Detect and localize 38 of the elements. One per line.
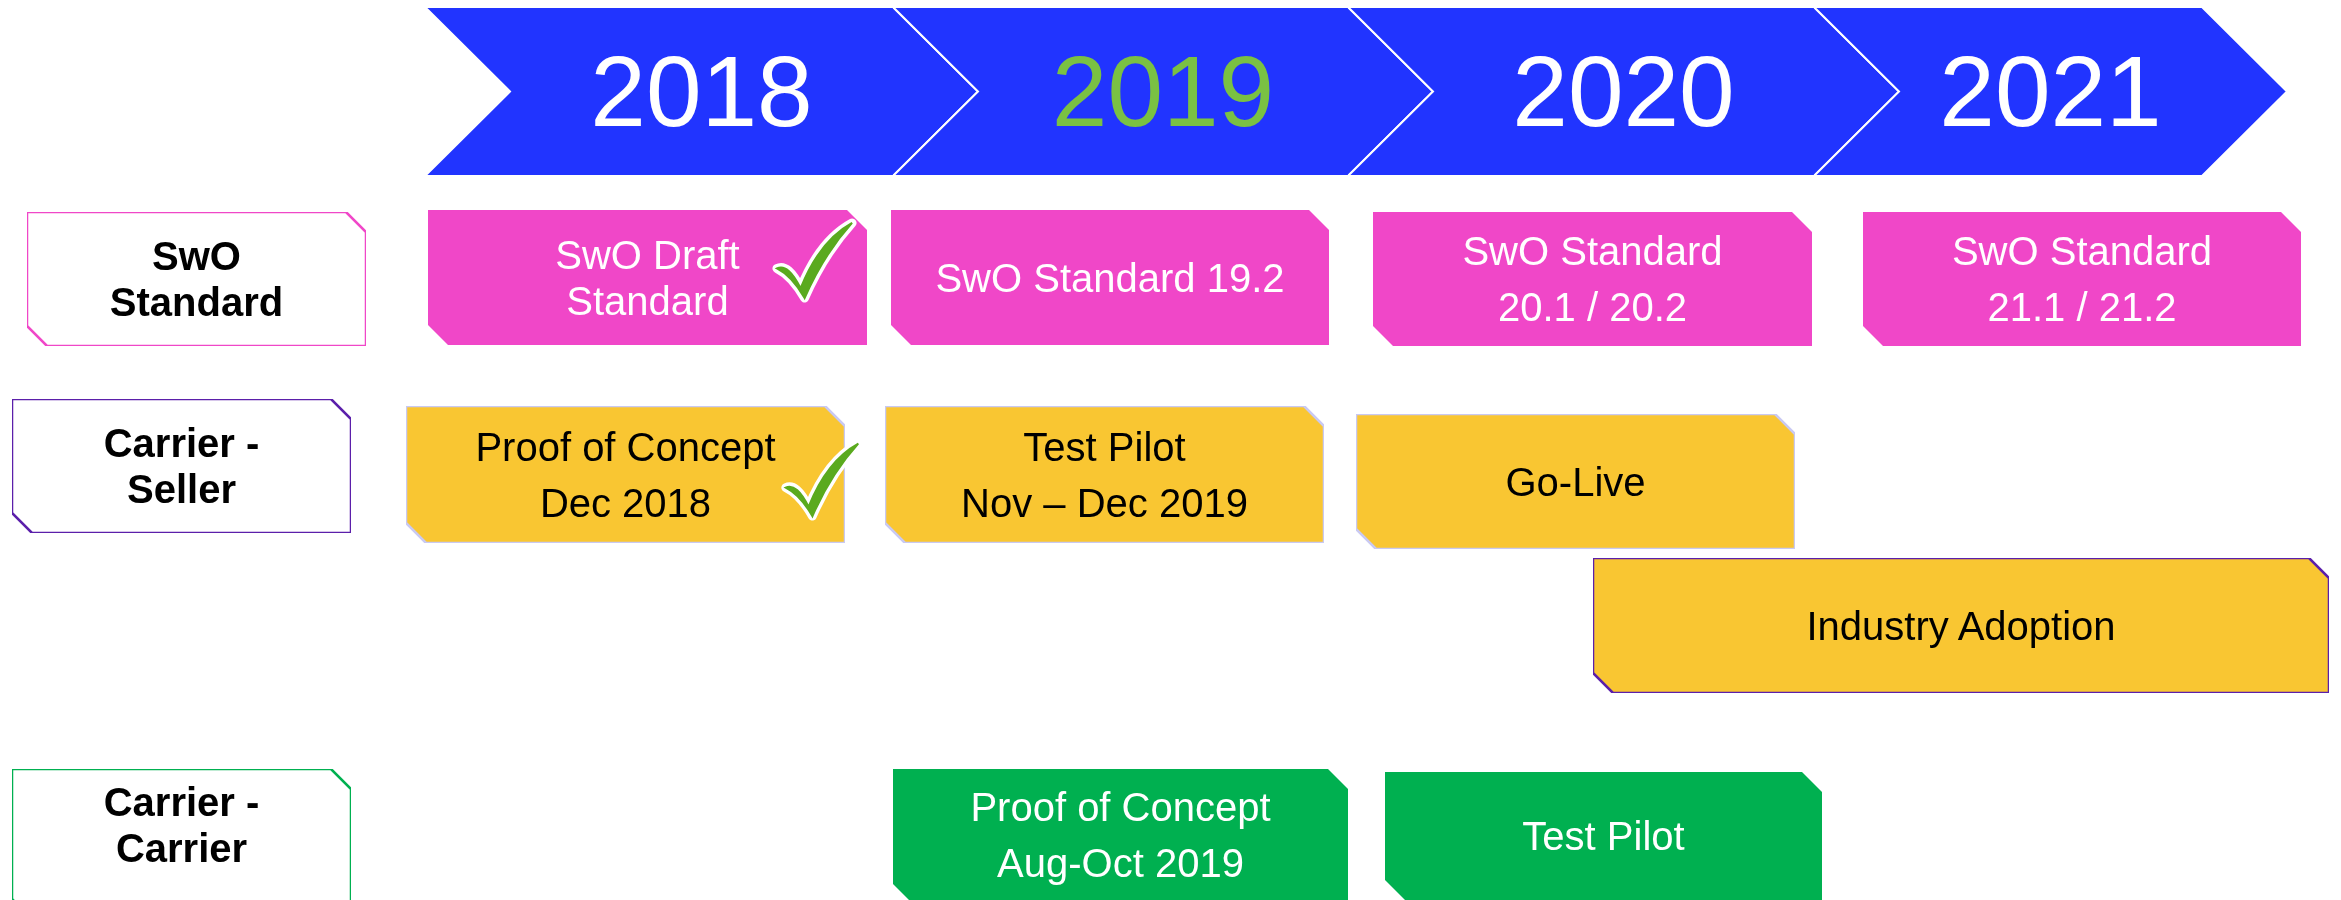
milestone-label: Industry Adoption (1806, 602, 2116, 649)
year-label: 2019 (1051, 34, 1275, 149)
year-band-segment (893, 7, 1433, 176)
lane-label-box (27, 212, 366, 346)
milestone-label: Proof of Concept (970, 783, 1271, 830)
year-label: 2021 (1939, 34, 2162, 149)
milestone-label: Proof of Concept (475, 423, 776, 470)
year-band-segment (1348, 7, 1899, 176)
milestone-label: SwO Draft Standard (554, 231, 741, 324)
milestone-box (885, 406, 1324, 543)
milestone-box (1593, 558, 2329, 693)
year-label: 2018 (590, 34, 813, 149)
milestone-label: Aug-Oct 2019 (997, 839, 1244, 886)
milestone-box (1385, 772, 1822, 900)
milestone-box (428, 210, 867, 345)
milestone-label: SwO Standard 19.2 (935, 254, 1285, 301)
lane-label-box (12, 769, 351, 900)
year-label: 2020 (1512, 34, 1735, 149)
year-band-segment (1814, 7, 2287, 176)
lane-label: SwO Standard (108, 233, 285, 325)
milestone-box (1373, 212, 1812, 346)
milestone-label: SwO Standard (1951, 228, 2213, 274)
lane-label: Carrier - Carrier (102, 778, 261, 871)
milestone-label: Test Pilot (1522, 813, 1685, 859)
milestone-label: Nov – Dec 2019 (961, 479, 1248, 526)
lane-label: Carrier - Seller (102, 420, 261, 512)
milestone-label: SwO Standard (1462, 228, 1723, 274)
milestone-label: 21.1 / 21.2 (1987, 284, 2177, 330)
milestone-box (1356, 414, 1795, 549)
milestone-label: Dec 2018 (539, 479, 712, 526)
milestone-label: Go-Live (1505, 458, 1646, 505)
milestone-box (891, 210, 1329, 345)
year-band-segment (425, 7, 978, 176)
milestone-label: Test Pilot (1023, 423, 1186, 470)
milestone-box (1863, 212, 2301, 346)
lane-label-box (12, 399, 351, 533)
milestone-box (893, 769, 1348, 900)
milestone-label: 20.1 / 20.2 (1497, 284, 1687, 330)
